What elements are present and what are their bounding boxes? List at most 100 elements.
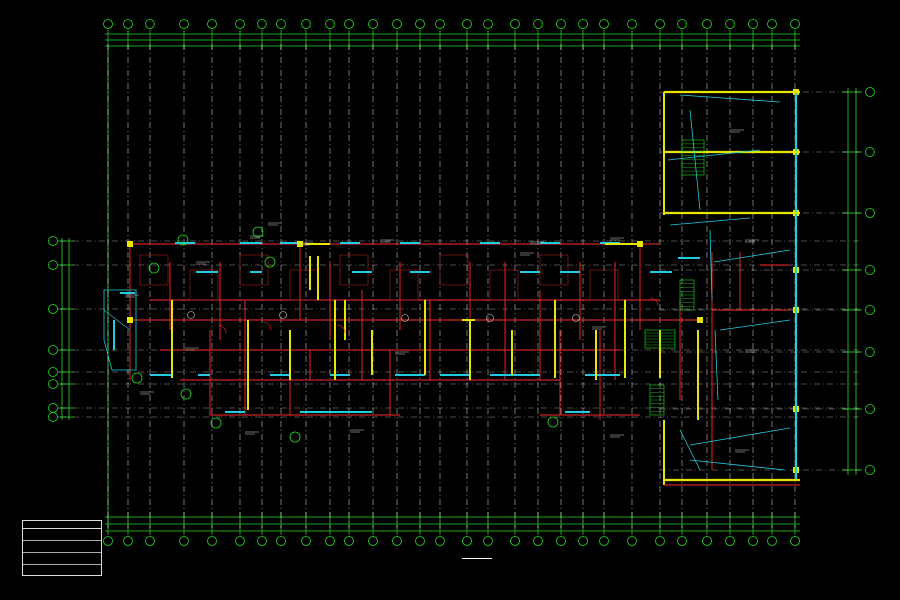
room-outline xyxy=(189,269,219,301)
axis-bubble xyxy=(655,536,665,546)
wing-diagonal xyxy=(689,459,786,471)
section-marker xyxy=(289,431,301,443)
room-outline xyxy=(439,254,469,286)
axis-bubble xyxy=(145,19,155,29)
schedule-row xyxy=(23,553,101,565)
axis-bubbles xyxy=(48,19,875,546)
axis-bubble xyxy=(556,19,566,29)
axis-bubble xyxy=(677,536,687,546)
axis-bubble xyxy=(48,236,58,246)
wing-diagonal xyxy=(714,329,719,401)
schedule-row xyxy=(23,565,101,576)
wing-diagonal xyxy=(709,229,713,301)
annotations xyxy=(125,129,759,453)
room-tag xyxy=(401,314,409,322)
bottom-dimension-chain xyxy=(105,512,800,535)
door-window-schedule-table xyxy=(22,520,102,576)
axis-bubble xyxy=(179,536,189,546)
room-tag xyxy=(572,314,580,322)
axis-bubble xyxy=(655,19,665,29)
axis-bubble xyxy=(123,19,133,29)
axis-bubble xyxy=(392,536,402,546)
axis-bubble xyxy=(865,404,875,414)
axis-bubble xyxy=(344,536,354,546)
room-tag xyxy=(279,311,287,319)
left-dimension-chain xyxy=(58,44,109,528)
column xyxy=(697,317,703,323)
axis-bubble xyxy=(702,536,712,546)
axis-bubble xyxy=(325,536,335,546)
wing-diagonal xyxy=(719,319,791,331)
axis-bubble xyxy=(556,536,566,546)
axis-bubble xyxy=(578,536,588,546)
stair-icon xyxy=(644,139,705,416)
wing-diagonal xyxy=(689,109,701,211)
axis-bubble xyxy=(235,19,245,29)
schedule-row xyxy=(23,529,101,541)
room-outline xyxy=(289,269,319,301)
wing-diagonal xyxy=(713,249,791,263)
axis-bubble xyxy=(301,19,311,29)
axis-bubble xyxy=(145,536,155,546)
wing-diagonal xyxy=(679,94,781,103)
east-wing xyxy=(103,90,800,486)
schedule-header xyxy=(23,521,101,529)
section-marker xyxy=(547,416,559,428)
door-swing xyxy=(217,324,227,334)
axis-bubble xyxy=(257,19,267,29)
room-outline xyxy=(339,254,369,286)
west-bay-diagonal xyxy=(103,309,131,331)
axis-bubble xyxy=(702,19,712,29)
axis-bubble xyxy=(103,19,113,29)
axis-bubble xyxy=(415,536,425,546)
column xyxy=(127,317,133,323)
axis-bubble xyxy=(767,536,777,546)
axis-bubble xyxy=(48,403,58,413)
axis-bubble xyxy=(368,19,378,29)
axis-bubble xyxy=(533,19,543,29)
axis-bubble xyxy=(179,19,189,29)
column xyxy=(297,241,303,247)
axis-bubble xyxy=(510,536,520,546)
axis-bubble xyxy=(48,367,58,377)
axis-bubble xyxy=(865,87,875,97)
column xyxy=(127,241,133,247)
axis-bubble xyxy=(767,19,777,29)
section-marker xyxy=(264,256,276,268)
axis-bubble xyxy=(627,536,637,546)
axis-bubble xyxy=(123,536,133,546)
axis-bubble xyxy=(207,19,217,29)
section-marker xyxy=(210,417,222,429)
stair-outline xyxy=(681,139,705,176)
axis-bubble xyxy=(48,260,58,270)
axis-bubble xyxy=(865,347,875,357)
room-outline xyxy=(389,269,419,301)
top-dimension-chain xyxy=(105,30,800,50)
section-marker xyxy=(131,372,143,384)
axis-bubble xyxy=(790,19,800,29)
door-swing xyxy=(649,297,659,307)
axis-bubble xyxy=(257,536,267,546)
axis-bubble xyxy=(48,345,58,355)
axis-bubble xyxy=(301,536,311,546)
axis-bubble xyxy=(48,379,58,389)
room-tag xyxy=(187,311,195,319)
axis-bubble xyxy=(865,305,875,315)
west-bay xyxy=(103,289,137,371)
room-outline xyxy=(589,269,619,301)
window-glazing xyxy=(113,242,700,413)
door-swing xyxy=(262,321,272,331)
axis-gridlines xyxy=(60,44,860,528)
section-marker xyxy=(180,388,192,400)
section-marker xyxy=(177,234,189,246)
drawing-title xyxy=(462,552,493,559)
axis-bubble xyxy=(599,536,609,546)
axis-bubble xyxy=(627,19,637,29)
axis-bubble xyxy=(725,19,735,29)
column xyxy=(637,241,643,247)
axis-bubble xyxy=(48,304,58,314)
axis-bubble xyxy=(368,536,378,546)
wing-diagonal xyxy=(669,217,751,226)
axis-bubble xyxy=(276,19,286,29)
